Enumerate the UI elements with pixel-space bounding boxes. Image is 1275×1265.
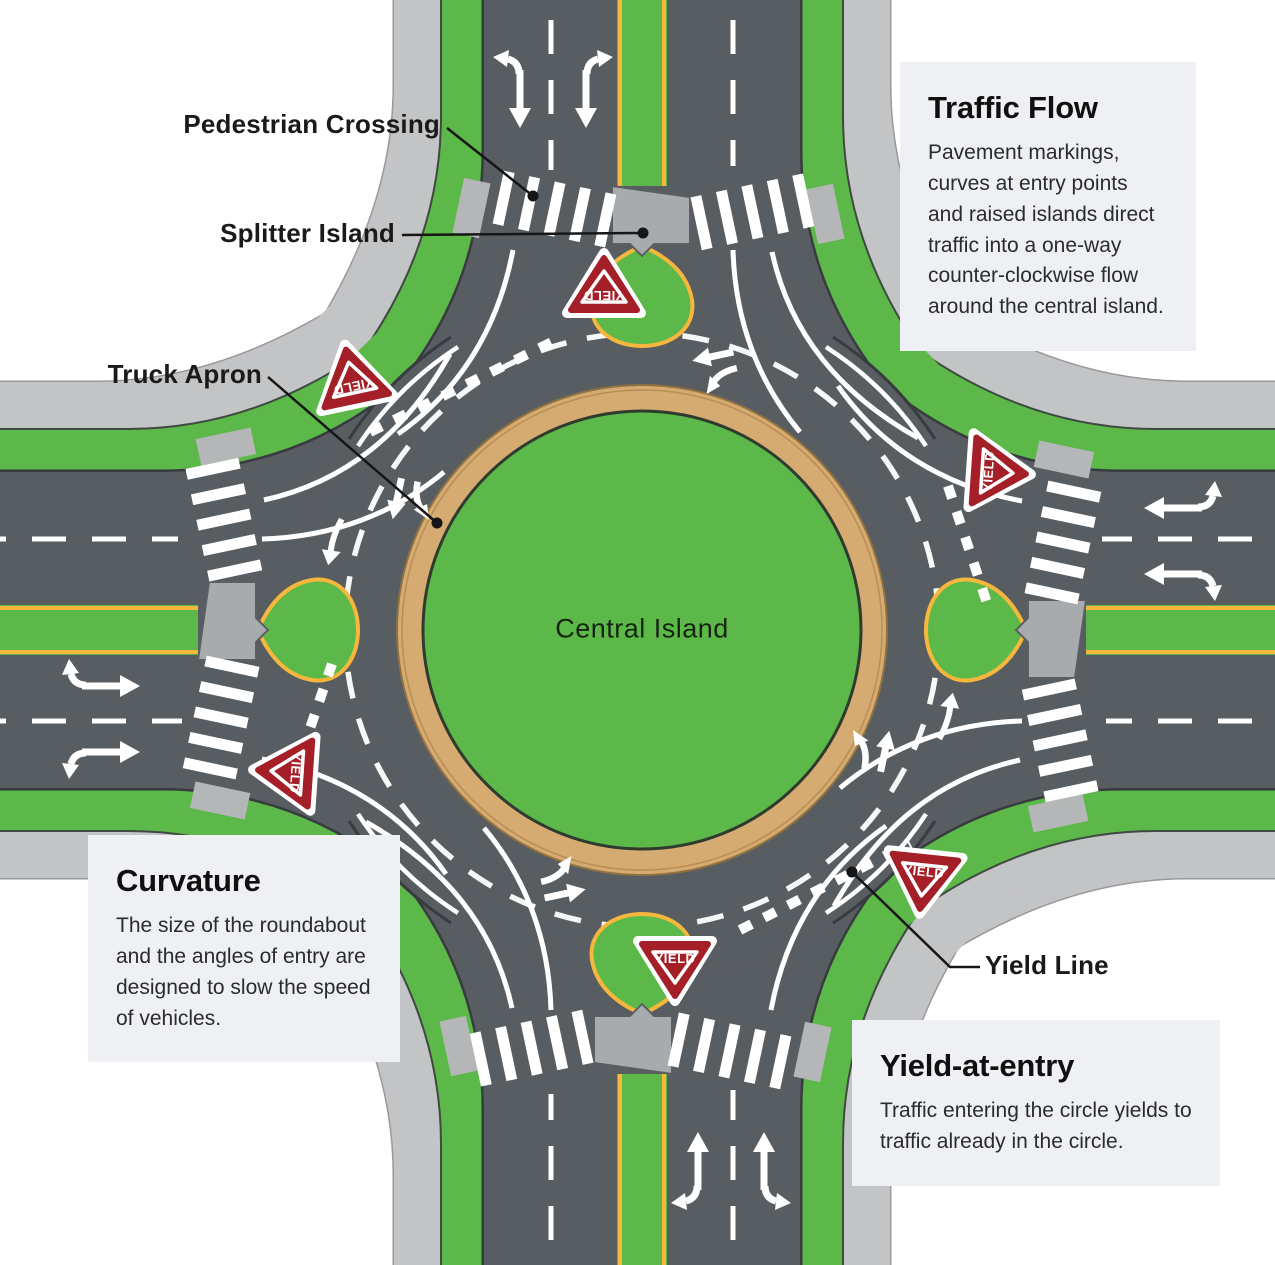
yield-line-marking [288, 335, 995, 935]
svg-text:YIELD: YIELD [903, 862, 945, 881]
svg-text:YIELD: YIELD [980, 451, 998, 493]
yield-sign: YIELD [567, 253, 641, 313]
callout-pedestrian-crossing: Pedestrian Crossing [183, 109, 440, 139]
callout-dots [431, 190, 858, 878]
truck-apron-inner-line [401, 389, 883, 871]
callout-lines [267, 127, 980, 969]
yield-sign: YIELD [309, 337, 394, 411]
callout-yield-line: Yield Line [985, 950, 1109, 980]
callout-splitter-island: Splitter Island [220, 218, 395, 248]
central-island-label: Central Island [555, 613, 729, 644]
yield-sign: YIELD [251, 733, 316, 811]
info-box-body: Pavement markings, curves at entry point… [928, 141, 1164, 319]
info-box-title: Yield-at-entry [880, 1048, 1075, 1083]
yield-sign: YIELD [883, 850, 963, 917]
yield-signs: YIELD YIELD YIELD YIELD YIELD YIELD [251, 253, 1034, 1001]
info-box-body: The size of the roundabout and the angle… [116, 914, 371, 1030]
central-island [421, 409, 863, 851]
info-box-yield-at-entry: Yield-at-entry Traffic entering the circ… [852, 1020, 1220, 1186]
svg-text:YIELD: YIELD [287, 752, 305, 794]
callout-truck-apron: Truck Apron [107, 359, 262, 389]
svg-text:YIELD: YIELD [655, 951, 696, 966]
yield-sign: YIELD [968, 433, 1033, 511]
info-box-title: Traffic Flow [928, 90, 1098, 125]
info-box-body: Traffic entering the circle yields to tr… [880, 1099, 1192, 1153]
svg-text:YIELD: YIELD [584, 288, 625, 303]
info-box-traffic-flow: Traffic Flow Pavement markings, curves a… [900, 62, 1196, 352]
info-box-title: Curvature [116, 863, 261, 898]
outer-edge-line [356, 345, 928, 915]
yield-sign: YIELD [638, 941, 712, 1001]
info-box-curvature: Curvature The size of the roundabout and… [88, 835, 400, 1063]
